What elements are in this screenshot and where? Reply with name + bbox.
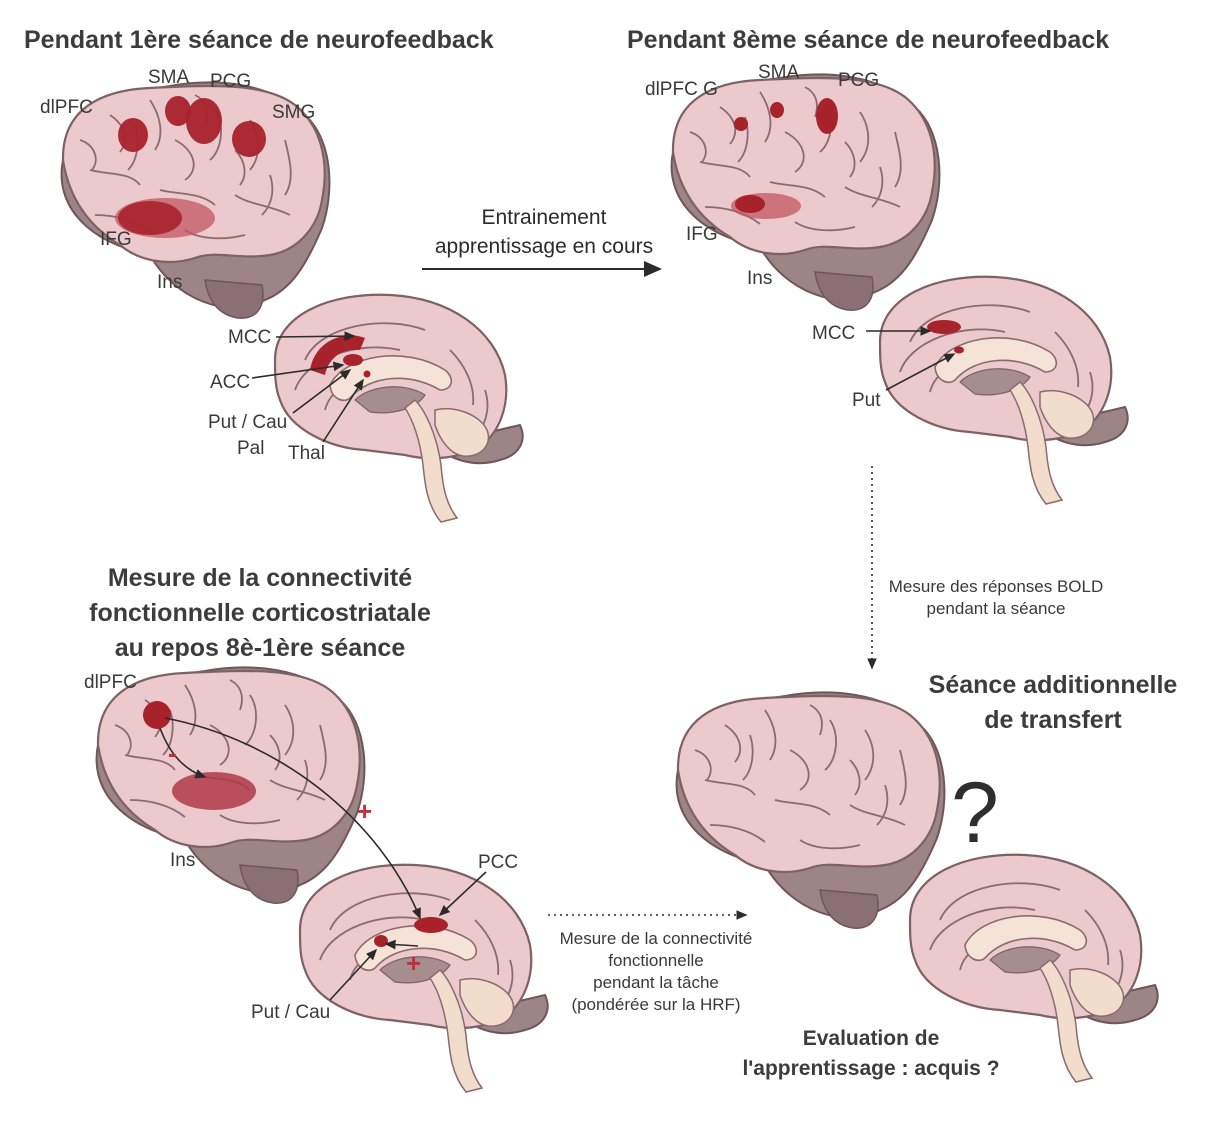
bold-measure-line2: pendant la séance [880, 598, 1112, 620]
activation-put-cau-conn [374, 935, 388, 947]
activation-sma-s8 [770, 102, 784, 118]
task-connectivity-line4: (pondérée sur la HRF) [536, 994, 776, 1016]
label-sma: SMA [148, 67, 189, 89]
activation-insula-conn [172, 772, 256, 810]
label-dlpfc-g: dlPFC G [645, 79, 718, 101]
connectivity-title-line1: Mesure de la connectivité [50, 561, 470, 596]
label-dlpfc: dlPFC [40, 97, 93, 119]
evaluation-line2: l'apprentissage : acquis ? [706, 1054, 1036, 1084]
session1-sagittal-brain [275, 295, 523, 522]
label-put-s8: Put [852, 390, 881, 412]
bold-measure-line1: Mesure des réponses BOLD [880, 576, 1112, 598]
connectivity-title-line3: au repos 8è-1ère séance [50, 631, 470, 666]
task-connectivity-line3: pendant la tâche [536, 972, 776, 994]
activation-pcg [186, 98, 222, 144]
activation-ifg-s8 [735, 195, 765, 213]
minus-sign: - [168, 738, 177, 769]
label-sma-s8: SMA [758, 62, 799, 84]
evaluation-label: Evaluation de l'apprentissage : acquis ? [706, 1024, 1036, 1084]
transfer-title-line1: Séance additionnelle [898, 668, 1208, 703]
transfer-title-line2: de transfert [898, 703, 1208, 738]
label-pal: Pal [237, 438, 264, 460]
activation-dlpfc-g [734, 117, 748, 131]
connectivity-title: Mesure de la connectivité fonctionnelle … [50, 561, 470, 666]
label-smg: SMG [272, 102, 315, 124]
activation-acc [343, 354, 363, 366]
connectivity-sagittal-brain [300, 865, 548, 1092]
plus-sign-1: + [357, 796, 372, 827]
session8-lateral-brain [672, 74, 940, 310]
session8-sagittal-brain [880, 277, 1128, 504]
transfer-title: Séance additionnelle de transfert [898, 668, 1208, 738]
session1-title: Pendant 1ère séance de neurofeedback [24, 26, 494, 55]
label-pcg: PCG [210, 71, 251, 93]
activation-put-cau [364, 371, 371, 378]
task-connectivity-line1: Mesure de la connectivité [536, 928, 776, 950]
activation-mcc-s8 [927, 320, 961, 334]
label-ifg: IFG [100, 229, 132, 251]
label-ins-s8: Ins [747, 268, 772, 290]
label-dlpfc-conn: dlPFC [84, 672, 137, 694]
bold-measure-label: Mesure des réponses BOLD pendant la séan… [880, 576, 1112, 620]
connectivity-title-line2: fonctionnelle corticostriatale [50, 596, 470, 631]
training-label: Entrainement apprentissage en cours [420, 203, 668, 261]
label-ins: Ins [157, 272, 182, 294]
label-mcc: MCC [228, 327, 271, 349]
label-thal: Thal [288, 443, 325, 465]
label-mcc-s8: MCC [812, 323, 855, 345]
label-ins-conn: Ins [170, 850, 195, 872]
activation-smg [232, 121, 266, 157]
plus-sign-2: + [406, 948, 421, 979]
activation-dlpfc [118, 118, 148, 152]
task-connectivity-label: Mesure de la connectivité fonctionnelle … [536, 928, 776, 1016]
session8-title: Pendant 8ème séance de neurofeedback [627, 26, 1109, 55]
training-label-line1: Entrainement [420, 203, 668, 232]
label-pcc: PCC [478, 852, 518, 874]
task-connectivity-line2: fonctionnelle [536, 950, 776, 972]
label-acc: ACC [210, 372, 250, 394]
label-put-cau: Put / Cau [208, 412, 287, 434]
label-put-cau-conn: Put / Cau [251, 1002, 330, 1024]
question-mark: ? [951, 764, 999, 863]
activation-put-s8 [954, 347, 964, 354]
label-pcg-s8: PCG [838, 70, 879, 92]
activation-pcc [414, 917, 448, 933]
label-ifg-s8: IFG [686, 224, 718, 246]
evaluation-line1: Evaluation de [706, 1024, 1036, 1054]
activation-dlpfc-conn [143, 701, 171, 729]
training-label-line2: apprentissage en cours [420, 232, 668, 261]
activation-pcg-s8 [816, 98, 838, 134]
